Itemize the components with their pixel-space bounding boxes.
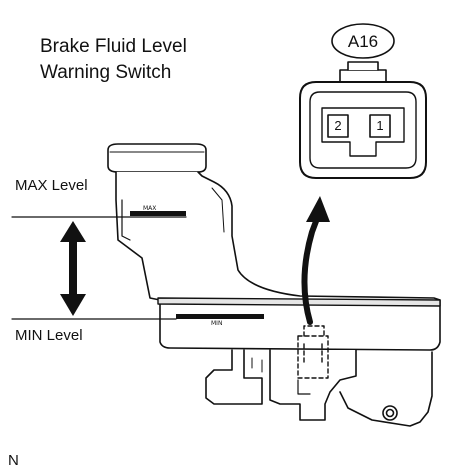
connector-a16-view	[299, 23, 427, 179]
switch-connector-dashed	[297, 325, 329, 379]
level-reference-lines	[11, 216, 187, 320]
level-range-arrow	[60, 221, 86, 316]
connector-pin-2: 2	[334, 118, 342, 133]
title-line-2: Warning Switch	[40, 62, 172, 83]
reservoir-min-mark: MIN	[211, 320, 223, 327]
reservoir-cap	[107, 143, 207, 173]
reservoir-body	[115, 171, 441, 351]
min-level-label: MIN Level	[15, 327, 83, 344]
connector-id-label: A16	[347, 32, 379, 51]
component-title: Brake Fluid Level Warning Switch	[40, 34, 187, 86]
master-cylinder	[205, 349, 433, 427]
connector-pin-1: 1	[376, 118, 384, 133]
connector-pointer-arrow	[301, 196, 330, 325]
title-line-1: Brake Fluid Level	[40, 36, 187, 57]
max-level-label: MAX Level	[15, 177, 88, 194]
connector-id-badge	[331, 23, 395, 59]
reservoir-level-marks	[130, 211, 264, 319]
reservoir-max-mark: MAX	[143, 205, 157, 212]
corner-note: N	[8, 452, 19, 469]
